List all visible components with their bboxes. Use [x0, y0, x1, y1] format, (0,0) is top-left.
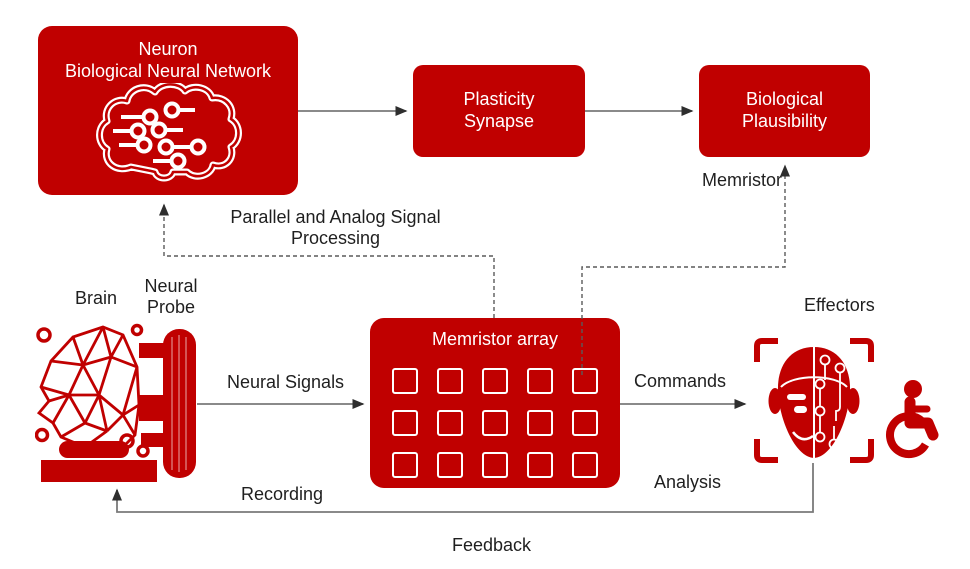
biological-plausibility-box: Biological Plausibility: [699, 65, 870, 157]
memristor-box-title: Memristor array: [431, 329, 558, 349]
neuron-box: Neuron Biological Neural Network: [38, 26, 298, 195]
neural-probe-label: Neural Probe: [144, 276, 198, 318]
plasticity-synapse-box: Plasticity Synapse: [413, 65, 585, 157]
neuron-box-title: Neuron Biological Neural Network: [64, 39, 272, 81]
recording-label: Recording: [241, 484, 324, 504]
memristor-cell: [572, 451, 598, 478]
effectors-label: Effectors: [804, 295, 875, 315]
parallel-processing-label: Parallel and Analog Signal Processing: [230, 207, 441, 249]
memristor-cell: [527, 451, 553, 478]
memristor-cell: [392, 409, 418, 436]
memristor-grid: [392, 367, 598, 478]
memristor-cell: [572, 409, 598, 436]
memristor-cell: [572, 367, 598, 394]
brain-circuit-icon: [93, 82, 243, 183]
plausibility-box-title: Biological Plausibility: [741, 89, 828, 131]
memristor-cell: [527, 409, 553, 436]
memristor-cell: [437, 409, 463, 436]
analysis-label: Analysis: [654, 472, 722, 492]
effector-face-circuit-icon: [753, 337, 875, 467]
memristor-cell: [392, 451, 418, 478]
memristor-cell: [482, 451, 508, 478]
wheelchair-icon: [882, 378, 940, 466]
memristor-cell: [437, 367, 463, 394]
brain-label: Brain: [75, 288, 118, 308]
memristor-cell: [392, 367, 418, 394]
memristor-arrow-label: Memristor: [702, 170, 782, 190]
plasticity-box-title: Plasticity Synapse: [463, 89, 535, 131]
brain-with-neural-probe-icon: [35, 323, 200, 485]
memristor-cell: [482, 409, 508, 436]
memristor-array-box: Memristor array: [370, 318, 620, 488]
memristor-cell: [437, 451, 463, 478]
memristor-cell: [482, 367, 508, 394]
memristor-cell: [527, 367, 553, 394]
commands-label: Commands: [634, 371, 727, 391]
neural-signals-label: Neural Signals: [227, 372, 345, 392]
feedback-label: Feedback: [452, 535, 532, 555]
